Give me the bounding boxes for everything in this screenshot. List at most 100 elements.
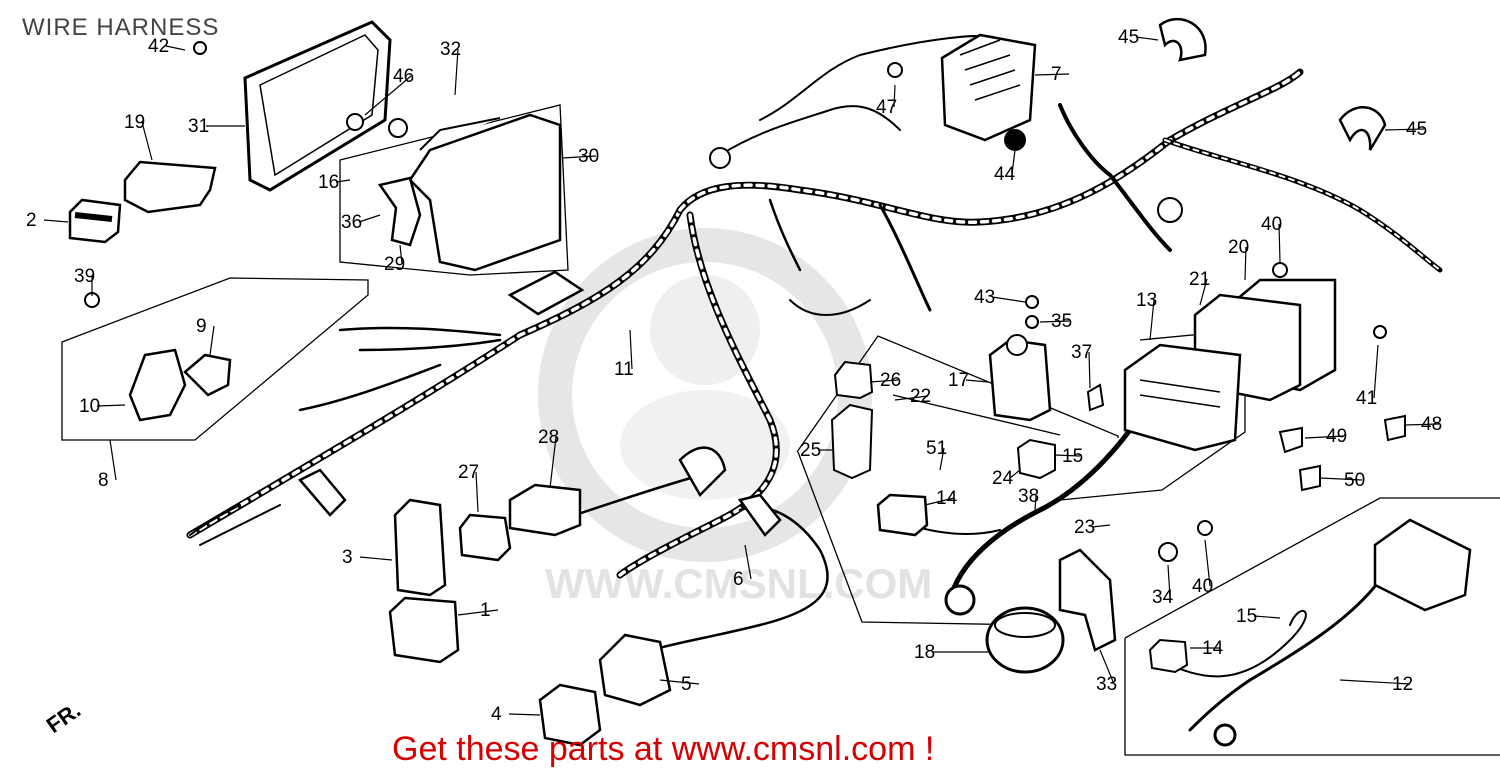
callout-leader-line bbox=[359, 556, 393, 561]
callout-number: 22 bbox=[910, 386, 931, 407]
callout-number: 12 bbox=[1392, 674, 1413, 695]
callout-number: 31 bbox=[188, 116, 209, 137]
callout-leader-line bbox=[1034, 73, 1070, 76]
callout-number: 35 bbox=[1051, 311, 1072, 332]
callout-leader-line bbox=[1339, 679, 1411, 685]
callout-number: 14 bbox=[1202, 638, 1224, 659]
callout-number: 48 bbox=[1421, 414, 1442, 435]
callout-number: 43 bbox=[974, 287, 995, 308]
callout-leader-line bbox=[744, 544, 752, 580]
callout-leader-line bbox=[1204, 539, 1211, 587]
callout-leader-line bbox=[96, 404, 126, 407]
callout-number: 50 bbox=[1344, 470, 1365, 491]
callout-number: 16 bbox=[318, 172, 339, 193]
callout-leader-line bbox=[549, 436, 557, 489]
callout-number: 38 bbox=[1018, 486, 1039, 507]
callout-leader-line bbox=[1373, 344, 1379, 399]
callout-number: 34 bbox=[1152, 587, 1174, 608]
callout-number: 8 bbox=[98, 470, 109, 491]
callout-leader-line bbox=[457, 609, 499, 616]
callout-leader-line bbox=[209, 325, 215, 356]
callout-leader-line bbox=[1304, 435, 1345, 439]
callout-leader-line bbox=[1149, 299, 1155, 341]
callout-number: 19 bbox=[124, 112, 145, 133]
callout-number: 24 bbox=[992, 468, 1014, 489]
callout-number: 27 bbox=[458, 462, 479, 483]
callout-number: 2 bbox=[26, 210, 37, 231]
callout-number: 14 bbox=[936, 488, 958, 509]
promo-banner[interactable]: Get these parts at www.cmsnl.com ! bbox=[392, 730, 935, 768]
callout-number: 15 bbox=[1236, 606, 1257, 627]
callout-leader-line bbox=[1384, 128, 1425, 131]
callout-leader-line bbox=[165, 45, 186, 51]
callout-number: 33 bbox=[1096, 674, 1117, 695]
callout-leader-line bbox=[561, 155, 597, 159]
callout-number: 15 bbox=[1062, 446, 1083, 467]
callout-leader-line bbox=[893, 84, 896, 108]
callout-number: 32 bbox=[440, 39, 461, 60]
watermark-text: WWW.CMSNL.COM bbox=[545, 560, 932, 607]
callout-leader-line bbox=[141, 121, 153, 161]
callout-leader-line bbox=[659, 679, 700, 685]
callout-number: 18 bbox=[914, 642, 935, 663]
callout-number: 6 bbox=[733, 569, 744, 590]
callout-leader-line bbox=[1167, 564, 1171, 598]
parts bbox=[68, 17, 1472, 747]
callout-leader-line bbox=[629, 329, 633, 370]
callout-number: 7 bbox=[1051, 64, 1062, 85]
callout-leader-line bbox=[1009, 469, 1021, 479]
callout-leader-line bbox=[1319, 477, 1363, 481]
callout-number: 4 bbox=[491, 704, 502, 725]
callout-number: 30 bbox=[578, 146, 599, 167]
callout-leader-line bbox=[1099, 649, 1115, 685]
callout-number: 1 bbox=[480, 600, 491, 621]
callout-number: 44 bbox=[994, 164, 1016, 185]
callout-number: 25 bbox=[800, 440, 821, 461]
callout-number: 20 bbox=[1228, 237, 1249, 258]
callout-number: 39 bbox=[74, 266, 95, 287]
callout-leader-line bbox=[1091, 524, 1111, 528]
callout-number: 11 bbox=[614, 359, 634, 380]
callout-leader-line bbox=[358, 214, 381, 223]
callout-leader-line bbox=[924, 497, 955, 506]
callout-leader-line bbox=[1404, 423, 1440, 426]
page-title: WIRE HARNESS bbox=[22, 14, 220, 41]
callout-number: 28 bbox=[538, 427, 559, 448]
callout-leader-line bbox=[1034, 495, 1037, 511]
callout-leader-line bbox=[939, 447, 945, 471]
harness-wires bbox=[186, 35, 1443, 732]
callout-number: 37 bbox=[1071, 342, 1092, 363]
callout-number: 21 bbox=[1189, 269, 1210, 290]
callout-leader-line bbox=[894, 395, 929, 401]
callout-leader-line bbox=[1244, 246, 1247, 281]
callout-number: 40 bbox=[1261, 214, 1282, 235]
callout-leader-line bbox=[364, 75, 412, 116]
callout-leader-line bbox=[1253, 615, 1281, 619]
callout-number: 51 bbox=[926, 438, 947, 459]
callout-number: 10 bbox=[79, 396, 100, 417]
callout-leader-line bbox=[508, 713, 541, 716]
callout-leader-line bbox=[991, 296, 1026, 303]
callout-number: 49 bbox=[1326, 426, 1347, 447]
callout-number: 5 bbox=[681, 674, 692, 695]
callout-leader-line bbox=[1054, 454, 1081, 457]
callout-number: 46 bbox=[393, 66, 414, 87]
callout-leader-line bbox=[43, 219, 69, 223]
callout-number: 17 bbox=[948, 370, 969, 391]
watermark-logo: WWW.CMSNL.COM bbox=[538, 228, 932, 607]
callout-number: 26 bbox=[880, 370, 901, 391]
callout-leader-line bbox=[869, 379, 899, 383]
callout-leader-line bbox=[1278, 223, 1281, 263]
callout-leader-line bbox=[965, 379, 989, 383]
callout-leader-line bbox=[1039, 320, 1070, 323]
callout-leader-line bbox=[1088, 351, 1091, 389]
callout-number: 23 bbox=[1074, 517, 1095, 538]
callout-leader-line bbox=[475, 471, 479, 513]
callout-leader-line bbox=[399, 244, 403, 265]
callout-number: 42 bbox=[148, 36, 169, 57]
callout-number: 40 bbox=[1192, 576, 1213, 597]
callout-number: 36 bbox=[341, 212, 362, 233]
